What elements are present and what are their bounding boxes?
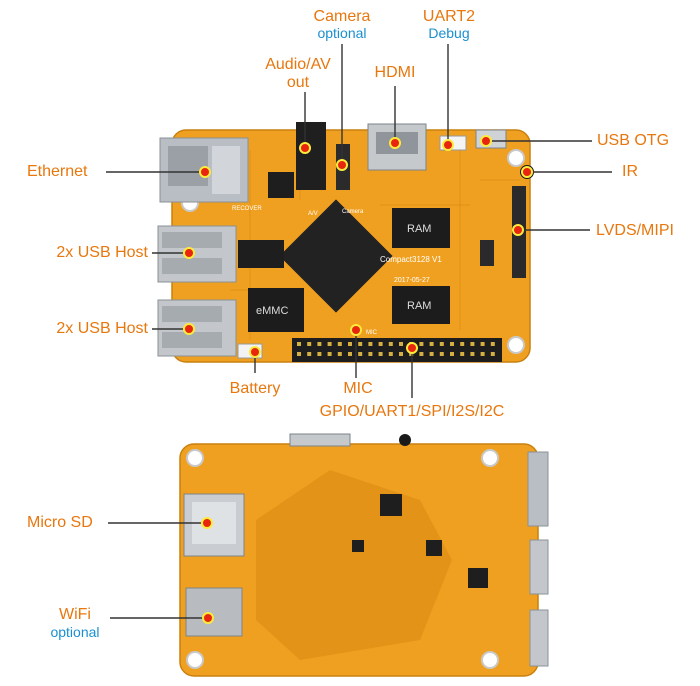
label-hdmi: HDMI <box>374 64 416 81</box>
silk-mic: MIC <box>366 330 378 336</box>
silk-recover: RECOVER <box>232 206 262 212</box>
label-audio-out: out <box>286 74 310 91</box>
ram-chip-2 <box>392 286 450 324</box>
leader-lines <box>106 44 612 619</box>
wifi-module <box>185 587 243 637</box>
label-ethernet: Ethernet <box>27 163 88 180</box>
label-usb-host-1: 2x USB Host <box>56 244 148 261</box>
audio-jack <box>296 122 326 190</box>
label-camera-optional: optional <box>317 25 367 41</box>
label-uart2-debug: Debug <box>428 25 470 41</box>
label-camera: Camera <box>313 8 371 25</box>
silk-ram-2: RAM <box>407 300 431 312</box>
label-usb-host-2: 2x USB Host <box>56 320 148 337</box>
bottom-board <box>179 433 549 677</box>
silk-camera: Camera <box>342 209 364 215</box>
label-mic: MIC <box>343 380 373 397</box>
label-wifi-optional: optional <box>50 624 100 640</box>
ram-chip-1 <box>392 208 450 248</box>
marker-dots <box>183 135 533 624</box>
silk-emmc: eMMC <box>256 305 288 317</box>
soc-chip <box>279 199 393 313</box>
silk-date: 2017-05-27 <box>394 277 430 284</box>
gpio-header <box>292 338 502 362</box>
label-battery: Battery <box>229 380 281 397</box>
top-board: RAM RAM eMMC Compact3128 V1 2017-05-27 A… <box>157 122 534 363</box>
silk-av: A/V <box>308 211 318 217</box>
label-uart2: UART2 <box>422 8 476 25</box>
label-lvds-mipi: LVDS/MIPI <box>596 222 674 239</box>
label-gpio: GPIO/UART1/SPI/I2S/I2C <box>319 403 505 420</box>
label-usb-otg: USB OTG <box>597 132 670 149</box>
label-audio: Audio/AV <box>265 56 331 73</box>
emmc-chip <box>248 288 304 332</box>
silk-board-name: Compact3128 V1 <box>380 255 442 264</box>
label-micro-sd: Micro SD <box>27 514 93 531</box>
label-wifi: WiFi <box>59 606 91 623</box>
silk-ram-1: RAM <box>407 223 431 235</box>
label-ir: IR <box>622 163 638 180</box>
